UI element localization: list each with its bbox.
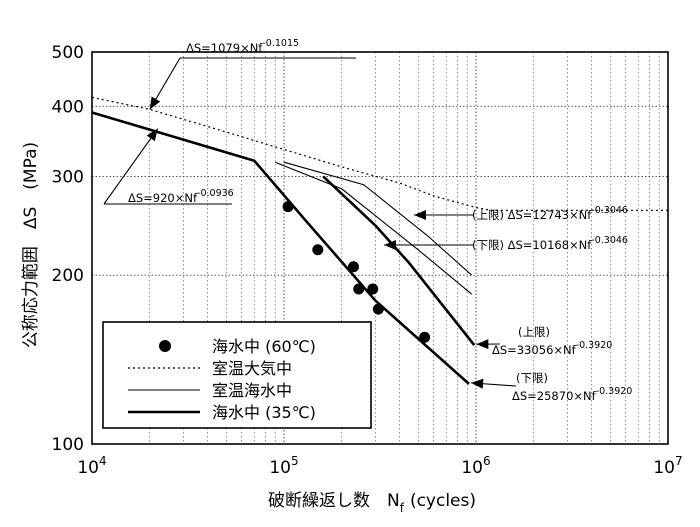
- arrowhead: [149, 96, 161, 110]
- x-tick-label: 107: [653, 454, 682, 478]
- data-point-60c: [367, 283, 379, 295]
- annotation-eq5: ΔS=33056×Nf-0.3920: [492, 340, 612, 357]
- series-layer: [92, 96, 668, 385]
- annotation-text: (上限): [518, 325, 550, 339]
- annotation-exponent: -0.1015: [262, 38, 299, 49]
- annotation-eq6: ΔS=25870×Nf-0.3920: [512, 386, 632, 403]
- x-tick-exp: 4: [99, 454, 107, 468]
- annotation-text: (上限) ΔS=12743×Nf: [472, 208, 592, 222]
- x-tick-label: 106: [461, 454, 490, 478]
- annotation-text: ΔS=920×Nf: [128, 191, 198, 205]
- annotation-eq5_label: (上限): [518, 325, 550, 339]
- series-line-seawater-rt: [283, 161, 473, 276]
- legend-label: 海水中 (60℃): [212, 337, 316, 356]
- arrowhead: [146, 128, 158, 142]
- leader-line: [103, 128, 159, 205]
- y-tick-label: 500: [52, 43, 84, 63]
- annotation-eq3: (上限) ΔS=12743×Nf-0.3046: [472, 205, 628, 222]
- plot-frame: [91, 51, 669, 445]
- annotation-eq1: ΔS=1079×Nf-0.1015: [186, 38, 299, 55]
- annotation-exponent: -0.3046: [591, 205, 628, 216]
- x-tick-label: 105: [269, 454, 298, 478]
- y-tick-label: 300: [52, 167, 84, 187]
- x-axis-label-unit: (cycles): [410, 491, 476, 511]
- annotation-exponent: -0.3046: [591, 235, 628, 246]
- annotation-exponent: -0.3920: [596, 386, 633, 397]
- legend-label: 海水中 (35℃): [212, 403, 316, 422]
- y-axis-label: 公称応力範囲 ΔS (MPa): [21, 142, 41, 348]
- legend-label: 室温海水中: [212, 381, 292, 400]
- series-line-seawater-35c: [92, 111, 470, 385]
- legend-swatch-points: [159, 340, 171, 352]
- data-point-60c: [312, 244, 324, 256]
- series-line-seawater-rt: [274, 161, 473, 295]
- annotation-text: ΔS=1079×Nf: [186, 41, 263, 55]
- legend-label: 室温大気中: [212, 359, 292, 378]
- x-tick-exp: 5: [291, 454, 299, 468]
- arrowhead: [384, 240, 396, 250]
- data-point-60c: [419, 331, 431, 343]
- annotation-text: (下限): [516, 371, 548, 385]
- arrowhead: [471, 378, 484, 389]
- x-tick-exp: 6: [483, 454, 491, 468]
- annotation-eq4: (下限) ΔS=10168×Nf-0.3046: [472, 235, 628, 252]
- x-axis-label: 破断繰返し数 Nf (cycles): [268, 491, 476, 515]
- arrowhead: [414, 210, 426, 220]
- data-point-60c: [347, 261, 359, 273]
- x-tick-base: 10: [269, 458, 291, 478]
- x-axis-label-sub: f: [400, 501, 405, 515]
- x-tick-base: 10: [653, 458, 675, 478]
- annotation-eq2: ΔS=920×Nf-0.0936: [128, 188, 234, 205]
- arrowhead: [476, 339, 489, 350]
- annotation-exponent: -0.0936: [197, 188, 234, 199]
- y-tick-label: 400: [52, 97, 84, 117]
- annotation-text: ΔS=33056×Nf: [492, 343, 577, 357]
- legend-box: [102, 321, 372, 429]
- x-tick-base: 10: [461, 458, 483, 478]
- y-tick-label: 100: [52, 435, 84, 455]
- x-axis-label-main: 破断繰返し数 N: [268, 491, 400, 511]
- y-tick-label: 200: [52, 266, 84, 286]
- x-tick-label: 104: [77, 454, 106, 478]
- x-tick-exp: 7: [675, 454, 683, 468]
- x-tick-base: 10: [77, 458, 99, 478]
- annotation-eq6_label: (下限): [516, 371, 548, 385]
- annotation-exponent: -0.3920: [576, 340, 613, 351]
- annotation-text: (下限) ΔS=10168×Nf: [472, 238, 592, 252]
- annotation-text: ΔS=25870×Nf: [512, 389, 597, 403]
